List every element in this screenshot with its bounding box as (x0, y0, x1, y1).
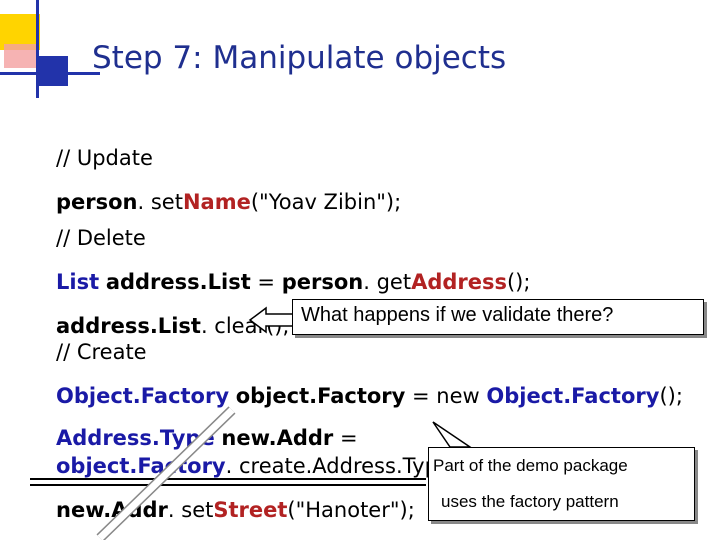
code-token-list-type: List (56, 270, 100, 294)
code-token-address: Address (411, 270, 507, 294)
code-token-street-arg: ("Hanoter"); (287, 498, 415, 522)
code-token-person: person (56, 190, 138, 214)
code-token-set2: . set (167, 498, 214, 522)
comment-create: // Create (56, 340, 147, 364)
code-token-street: Street (213, 498, 288, 522)
code-token-eq: = (250, 270, 282, 294)
callout-demo-line1: Part of the demo package (433, 456, 628, 475)
callout-validate: What happens if we validate there? (292, 299, 704, 335)
callout-validate-text: What happens if we validate there? (301, 304, 614, 326)
code-token-addresslist: address.List (105, 270, 251, 294)
code-token-objfactory: object.Factory (56, 454, 226, 478)
code-token-factory-type: Object.Factory (56, 384, 230, 408)
code-token-name: Name (182, 190, 251, 214)
code-token-addrtype-type: Address.Type (56, 426, 215, 450)
comment-delete: // Delete (56, 226, 146, 250)
code-token-arg: ("Yoav Zibin"); (250, 190, 402, 214)
code-token-factory-ctor: Object.Factory (486, 384, 660, 408)
code-token-new: = new (405, 384, 487, 408)
code-token-factory-end: (); (659, 384, 683, 408)
code-token-end: (); (506, 270, 531, 294)
callout-demo-line2: uses the factory pattern (441, 492, 619, 511)
underline-decoration (30, 478, 426, 480)
code-line-factory: Object.Factory object.Factory = new Obje… (56, 384, 683, 408)
comment-update: // Update (56, 146, 153, 170)
code-line-setname: person. setName("Yoav Zibin"); (56, 190, 401, 214)
code-line-addrtype: Address.Type new.Addr = (56, 426, 358, 450)
code-token-get: . get (363, 270, 412, 294)
code-token-set: . set (137, 190, 183, 214)
slide-corner-decoration (0, 0, 100, 98)
callout-demo-package: Part of the demo package uses the factor… (428, 447, 695, 521)
code-token-person2: person (281, 270, 364, 294)
code-line-create-addr: object.Factory. create.Address.Type(); (56, 454, 474, 478)
code-token-factory-var: object.Factory (235, 384, 406, 408)
code-line-setstreet: new.Addr. setStreet("Hanoter"); (56, 498, 415, 522)
code-line-list: List address.List = person. getAddress()… (56, 270, 530, 294)
underline-decoration-2 (30, 484, 426, 486)
code-token-newaddr: new.Addr (221, 426, 334, 450)
code-token-newaddr2: new.Addr (56, 498, 168, 522)
code-token-eq2: = (333, 426, 358, 450)
slide-title: Step 7: Manipulate objects (92, 40, 507, 76)
code-token-addresslist2: address.List (56, 314, 201, 338)
